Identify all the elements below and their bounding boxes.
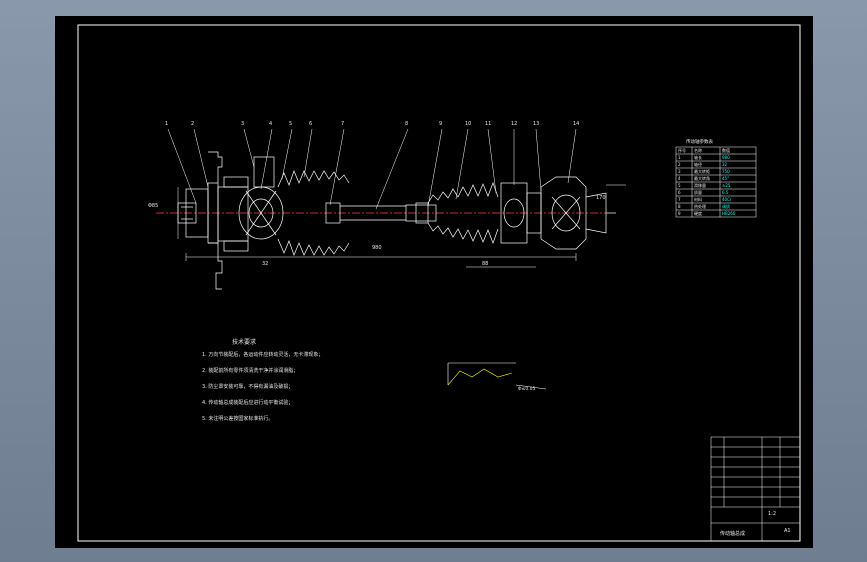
left-cv-joint: [217, 156, 284, 252]
note-item: 5. 未注明公差按国家标准执行。: [202, 416, 274, 422]
dimension-lines: [177, 184, 626, 268]
table-cell: 5: [678, 183, 681, 188]
table-cell: 轴径: [694, 162, 702, 167]
inset-plot: [447, 362, 547, 390]
shaft-body: [325, 202, 437, 224]
part-balloon: 3: [241, 121, 245, 127]
table-cell: 调质: [722, 204, 730, 209]
part-balloon: 12: [511, 121, 518, 127]
part-balloon: 14: [573, 121, 580, 127]
table-cell: 序号: [678, 148, 686, 153]
part-balloon: 1: [165, 121, 169, 127]
table-title: 传动轴参数表: [686, 140, 713, 145]
part-balloon: 9: [439, 121, 443, 127]
part-balloon: 5: [289, 121, 293, 127]
title-block: [710, 436, 801, 542]
table-cell: 数值: [722, 148, 730, 153]
note-item: 3. 防尘罩安装可靠，不得有漏油及破损；: [202, 384, 294, 390]
part-balloon: 6: [309, 121, 313, 127]
table-cell: 最大转矩: [694, 169, 710, 174]
table-cell: 750: [722, 169, 730, 174]
table-cell: 4: [678, 176, 681, 181]
notes-title: 技术要求: [232, 339, 257, 346]
dim-overall-length: 980: [372, 245, 382, 251]
note-item: 1. 万向节装配后，各运动件应转动灵活，无卡滞现象；: [202, 352, 324, 358]
part-balloon: 4: [269, 121, 273, 127]
part-balloon: 13: [533, 121, 540, 127]
table-cell: 材料: [694, 197, 702, 202]
table-cell: HB260: [722, 211, 736, 216]
table-cell: 轴长: [694, 155, 702, 160]
table-cell: ±25: [722, 183, 731, 188]
part-balloon: 11: [485, 121, 492, 127]
table-cell: 6.5: [722, 190, 729, 195]
table-cell: 3: [678, 169, 681, 174]
note-item: 2. 装配前所有零件须清洗干净并涂润滑脂；: [202, 368, 299, 374]
table-cell: 名称: [694, 148, 702, 153]
drawing-scale: 1:2: [768, 511, 777, 517]
table-cell: 6: [678, 190, 681, 195]
part-balloon: 10: [465, 121, 472, 127]
table-cell: 32: [722, 162, 728, 167]
dim-joint-offset: 32: [262, 261, 269, 267]
table-cell: 8: [678, 204, 681, 209]
left-boot: [277, 170, 350, 256]
parameters-table: [675, 146, 757, 218]
drive-shaft-assembly: [156, 128, 626, 290]
table-cell: 硬度: [694, 211, 702, 216]
drawing-canvas: [77, 24, 801, 542]
part-balloon: 7: [341, 121, 345, 127]
inset-label: Φ≤0.05: [518, 387, 536, 392]
dim-right-end: 170: [596, 195, 606, 201]
right-cv-joint: [500, 176, 616, 250]
dim-inner-offset: 88: [482, 261, 489, 267]
table-cell: 7: [678, 197, 681, 202]
dim-shaft-diameter: Φ85: [148, 203, 159, 209]
table-cell: 1: [678, 155, 681, 160]
inner-frame: [77, 24, 801, 542]
part-balloon: 8: [405, 121, 409, 127]
table-cell: 45°: [722, 176, 730, 181]
table-cell: 40Cr: [722, 197, 732, 202]
table-cell: 2: [678, 162, 681, 167]
part-balloon: 2: [191, 121, 195, 127]
leader-lines: [167, 128, 577, 210]
table-cell: 9: [678, 211, 681, 216]
table-cell: 热处理: [694, 204, 706, 209]
table-cell: 滑移量: [694, 183, 706, 188]
note-item: 4. 传动轴总成装配后应进行动平衡试验；: [202, 400, 294, 406]
notes-list: 1. 万向节装配后，各运动件应转动灵活，无卡滞现象； 2. 装配前所有零件须清洗…: [202, 351, 392, 431]
table-cell: 最大转角: [694, 176, 710, 181]
table-cell: 质量: [694, 190, 702, 195]
drawing-title: 传动轴总成: [720, 531, 746, 537]
right-boot: [427, 181, 499, 245]
table-cell: 980: [722, 155, 730, 160]
sheet-size: A1: [784, 528, 791, 534]
